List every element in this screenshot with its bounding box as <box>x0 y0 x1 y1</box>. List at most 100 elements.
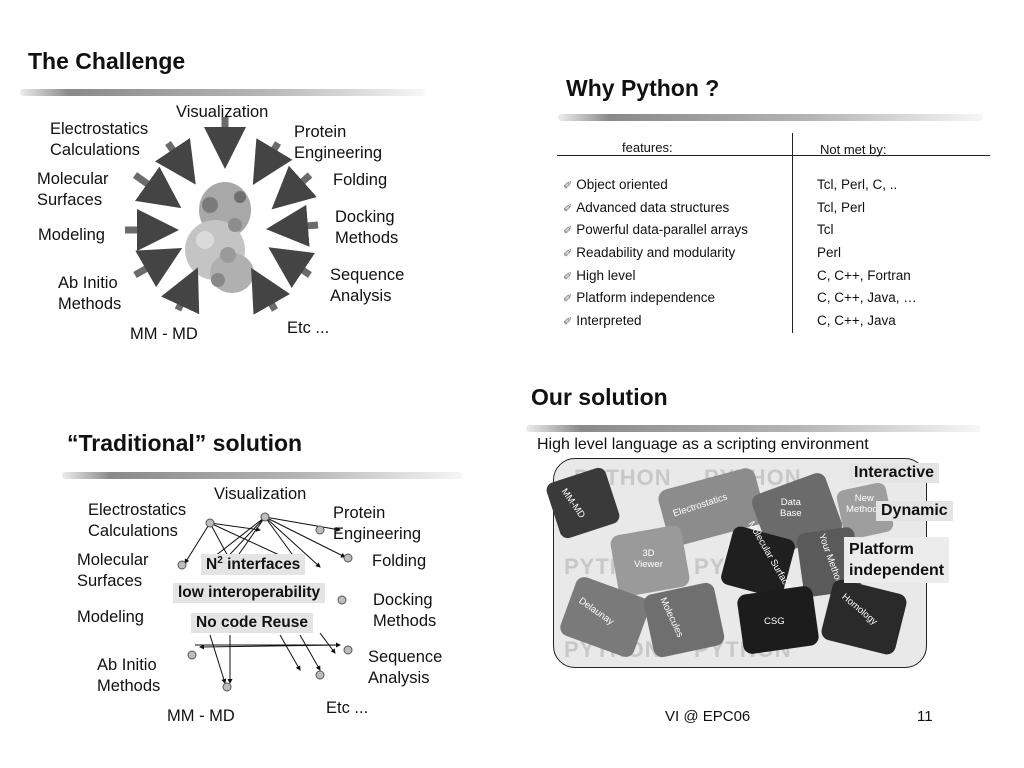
not-met-by-cell: C, C++, Fortran <box>817 267 911 283</box>
etc-label: Etc ... <box>326 699 369 717</box>
not-met-by-cell: C, C++, Java <box>817 312 896 328</box>
electrostatics-label: Electrostatics <box>88 501 187 519</box>
title-underline <box>526 425 981 432</box>
molecular-label: Molecular <box>77 551 149 569</box>
feature-cell: ✐Readability and modularity <box>563 241 803 264</box>
feature-cell: ✐High level <box>563 264 803 287</box>
why-python-title: Why Python ? <box>566 75 720 101</box>
pencil-bullet-icon: ✐ <box>563 202 573 215</box>
arrows <box>125 117 319 315</box>
dynamic-tag: Dynamic <box>876 501 953 521</box>
surfaces-label: Surfaces <box>37 191 103 209</box>
sequence-label: Sequence <box>368 648 443 666</box>
table-row: ✐Readability and modularity Perl <box>563 241 917 264</box>
footer-text: VI @ EPC06 <box>665 708 751 725</box>
feature-text: Readability and modularity <box>576 244 736 260</box>
docking-methods-label: Methods <box>373 612 437 630</box>
page-number: 11 <box>917 708 933 725</box>
our-solution-title: Our solution <box>531 384 668 410</box>
challenge-diagram <box>125 117 319 315</box>
molecular-label: Molecular <box>37 170 109 188</box>
calculations-label: Calculations <box>88 522 178 540</box>
ab-initio-label: Ab Initio <box>58 274 118 292</box>
features-header: features: <box>622 140 673 155</box>
pencil-bullet-icon: ✐ <box>563 179 573 192</box>
mm-md-label: MM - MD <box>130 325 198 343</box>
not-met-by-cell: C, C++, Java, … <box>817 290 917 306</box>
table-row: ✐Platform independence C, C++, Java, … <box>563 286 917 309</box>
not-met-by-cell: Tcl, Perl, C, .. <box>817 176 898 192</box>
interface-lines <box>184 516 346 684</box>
visualization-label: Visualization <box>176 103 269 121</box>
calculations-label: Calculations <box>50 141 140 159</box>
n2-interfaces-tag: N2 interfaces <box>201 554 306 576</box>
analysis-label: Analysis <box>368 669 430 687</box>
folding-label: Folding <box>372 552 427 570</box>
sequence-label: Sequence <box>330 266 405 284</box>
our-solution-subtitle: High level language as a scripting envir… <box>537 436 869 453</box>
pencil-bullet-icon: ✐ <box>563 315 573 328</box>
docking-methods-label: Methods <box>335 229 399 247</box>
ab-initio-label: Ab Initio <box>97 656 157 674</box>
ab-methods-label: Methods <box>97 677 161 695</box>
not-met-by-cell: Perl <box>817 244 842 260</box>
title-underline <box>558 114 983 121</box>
protein-label: Protein <box>333 504 386 522</box>
engineering-label: Engineering <box>294 144 383 162</box>
table-row: ✐Powerful data-parallel arrays Tcl <box>563 218 917 241</box>
feature-cell: ✐Interpreted <box>563 309 803 332</box>
table-row: ✐Advanced data structures Tcl, Perl <box>563 196 917 219</box>
table-row: ✐Object oriented Tcl, Perl, C, .. <box>563 173 917 196</box>
not-met-by-cell: Tcl <box>817 222 834 238</box>
modeling-label: Modeling <box>38 226 105 244</box>
electrostatics-label: Electrostatics <box>50 120 149 138</box>
table-column-rule <box>792 133 793 333</box>
feature-cell: ✐Powerful data-parallel arrays <box>563 218 803 241</box>
csg-piece-label: CSG <box>764 616 785 627</box>
interface-graph <box>177 512 353 692</box>
low-interoperability-tag: low interoperability <box>173 583 326 603</box>
table-row: ✐Interpreted C, C++, Java <box>563 309 917 332</box>
feature-text: Interpreted <box>576 312 642 328</box>
etc-label: Etc ... <box>287 319 330 337</box>
title-underline <box>62 472 462 479</box>
feature-cell: ✐Platform independence <box>563 286 803 309</box>
interactive-tag: Interactive <box>849 463 940 483</box>
protein-label: Protein <box>294 123 347 141</box>
feature-text: Platform independence <box>576 290 716 306</box>
feature-text: Object oriented <box>576 176 668 192</box>
feature-text: Advanced data structures <box>576 199 730 215</box>
visualization-label: Visualization <box>214 485 307 503</box>
mm-md-label: MM - MD <box>167 707 235 725</box>
analysis-label: Analysis <box>330 287 392 305</box>
feature-text: High level <box>576 267 636 283</box>
engineering-label: Engineering <box>333 525 422 543</box>
feature-cell: ✐Object oriented <box>563 173 803 196</box>
feature-cell: ✐Advanced data structures <box>563 196 803 219</box>
protein-structure-image <box>185 182 254 293</box>
ab-methods-label: Methods <box>58 295 122 313</box>
title-underline <box>20 89 425 96</box>
docking-label: Docking <box>373 591 433 609</box>
pencil-bullet-icon: ✐ <box>563 293 573 306</box>
not-met-by-header: Not met by: <box>820 142 887 157</box>
docking-label: Docking <box>335 208 395 226</box>
pencil-bullet-icon: ✐ <box>563 247 573 260</box>
traditional-title: “Traditional” solution <box>67 430 303 456</box>
pencil-bullet-icon: ✐ <box>563 270 573 283</box>
not-met-by-cell: Tcl, Perl <box>817 199 866 215</box>
pencil-bullet-icon: ✐ <box>563 225 573 238</box>
table-header-rule <box>557 155 990 156</box>
feature-text: Powerful data-parallel arrays <box>576 222 749 238</box>
surfaces-label: Surfaces <box>77 572 143 590</box>
table-row: ✐High level C, C++, Fortran <box>563 264 917 287</box>
interface-nodes <box>177 512 353 692</box>
modeling-label: Modeling <box>77 608 144 626</box>
no-code-reuse-tag: No code Reuse <box>191 613 313 633</box>
folding-label: Folding <box>333 171 388 189</box>
